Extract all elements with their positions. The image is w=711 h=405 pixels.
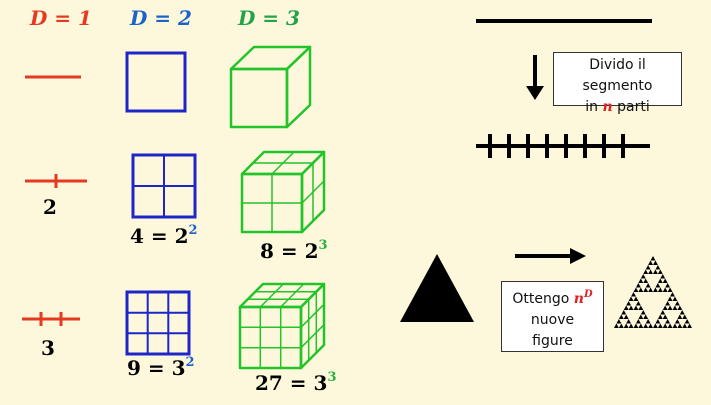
label-square-2-base: 4 = 2 xyxy=(130,224,189,248)
sierpinski-triangle-icon xyxy=(614,256,692,328)
cube xyxy=(229,45,312,129)
line-split-3 xyxy=(22,312,80,326)
down-arrow-icon xyxy=(526,55,544,100)
square-grid-2 xyxy=(131,153,197,219)
obtain-box-line2: nuove xyxy=(530,312,575,328)
obtain-box-line1: Ottengo nD xyxy=(502,284,603,310)
header-d2: D = 2 xyxy=(130,6,192,30)
divide-box-in: in xyxy=(585,99,599,115)
label-cube-2: 8 = 23 xyxy=(260,238,328,263)
obtain-box-n: nD xyxy=(573,289,593,307)
label-square-2-exp: 2 xyxy=(188,223,198,238)
divide-box-parti: parti xyxy=(617,99,650,115)
divide-segment-box: Divido il segmento in n parti xyxy=(553,52,682,115)
header-d1: D = 1 xyxy=(30,6,92,30)
divide-box-line2: in n parti xyxy=(554,97,681,118)
divided-segment xyxy=(476,134,650,158)
label-cube-2-base: 8 = 2 xyxy=(260,239,319,263)
divide-box-line1: Divido il segmento xyxy=(582,57,653,94)
label-square-3-exp: 2 xyxy=(185,355,195,370)
obtain-figures-box: Ottengo nD nuove figure xyxy=(501,281,604,352)
label-cube-2-exp: 3 xyxy=(318,238,328,253)
label-line-2: 2 xyxy=(43,195,57,219)
cube-grid-3 xyxy=(238,282,326,370)
label-cube-3-exp: 3 xyxy=(327,370,337,385)
label-square-2: 4 = 22 xyxy=(130,223,198,248)
square xyxy=(125,51,187,113)
line-split-2 xyxy=(25,174,87,188)
obtain-box-ottengo: Ottengo xyxy=(512,291,570,307)
obtain-box-line3: figure xyxy=(532,333,573,349)
right-arrow-icon xyxy=(515,248,586,264)
black-triangle-icon xyxy=(400,254,474,322)
label-square-3-base: 9 = 3 xyxy=(127,356,186,380)
divide-box-n: n xyxy=(602,99,613,115)
cube-grid-2 xyxy=(240,150,326,234)
label-square-3: 9 = 32 xyxy=(127,355,195,380)
header-d3: D = 3 xyxy=(238,6,300,30)
label-line-3: 3 xyxy=(41,336,55,360)
square-grid-3 xyxy=(125,290,191,356)
label-cube-3-base: 27 = 3 xyxy=(255,371,328,395)
label-cube-3: 27 = 33 xyxy=(255,370,336,395)
